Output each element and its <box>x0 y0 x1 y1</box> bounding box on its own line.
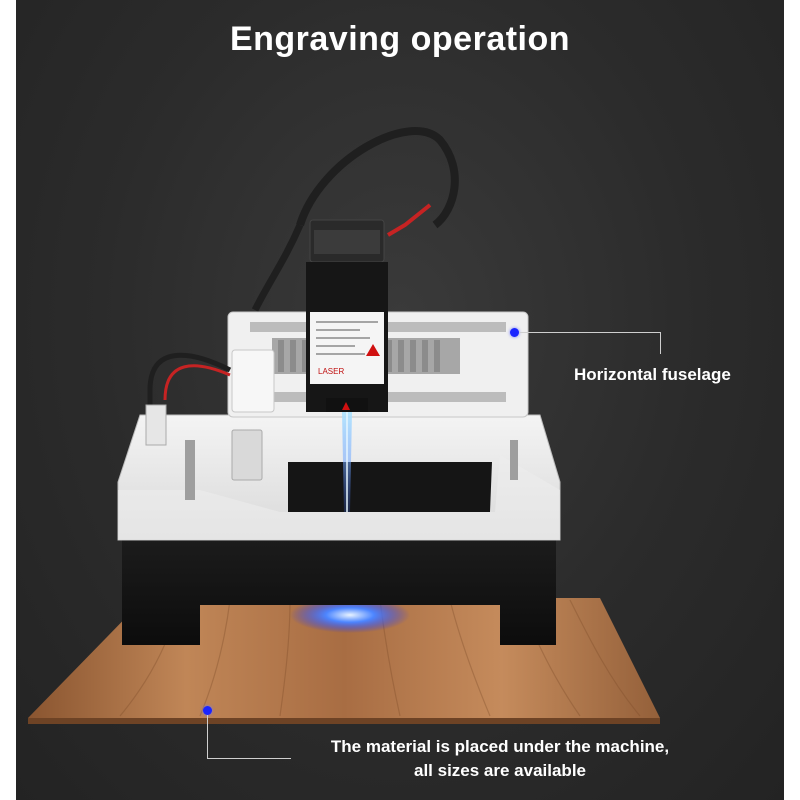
page-title: Engraving operation <box>229 20 571 58</box>
laser-beam <box>342 412 352 512</box>
callout-line-horizontal-drop <box>660 332 661 354</box>
callout-line-material-drop <box>207 715 208 759</box>
material-label: The material is placed under the machine… <box>300 735 700 783</box>
callout-dot-horizontal <box>510 328 519 337</box>
horizontal-fuselage-label: Horizontal fuselage <box>574 365 731 384</box>
cables <box>145 127 459 446</box>
laser-module: LASER <box>306 219 388 412</box>
machine-base <box>122 538 556 645</box>
material-label-line2: all sizes are available <box>413 761 586 780</box>
callout-line-material <box>207 758 291 759</box>
material-label-line1: The material is placed under the machine… <box>330 737 670 756</box>
engraving-glow <box>290 597 410 633</box>
callout-line-horizontal <box>519 332 661 333</box>
laser-warning-text: LASER <box>318 367 344 376</box>
machine-body <box>117 414 561 541</box>
callout-dot-material <box>203 706 212 715</box>
